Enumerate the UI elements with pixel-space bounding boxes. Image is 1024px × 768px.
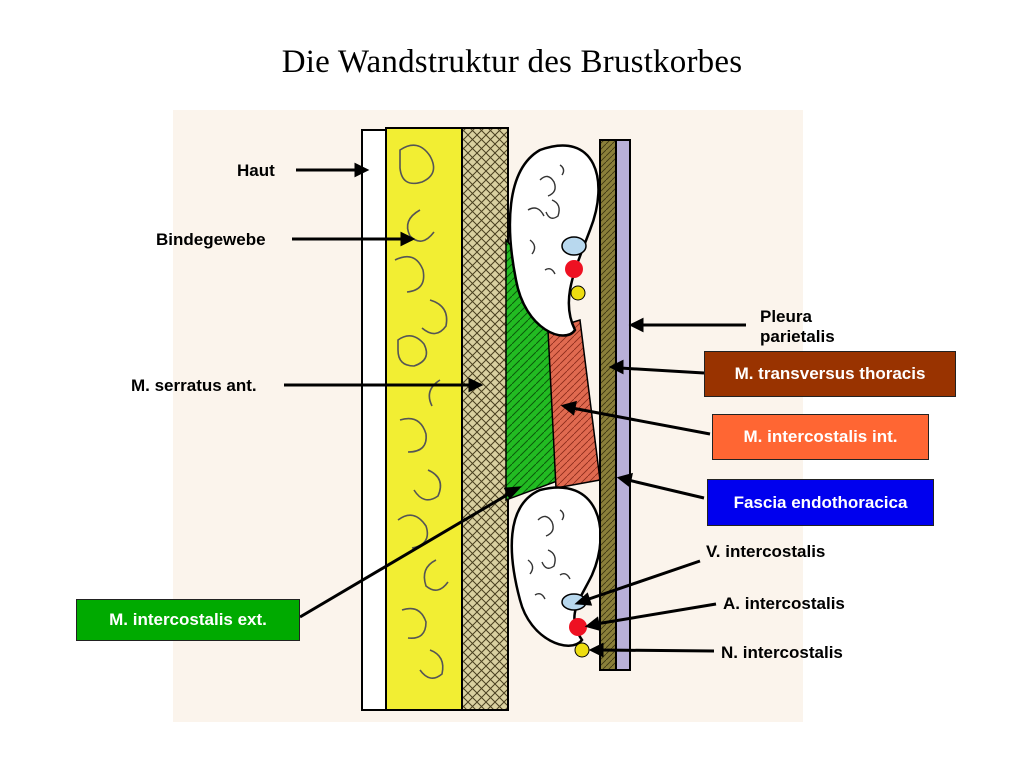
box-transversus: M. transversus thoracis [704, 351, 956, 397]
label-pleura-line2: parietalis [760, 327, 835, 346]
lower-rib-texture [527, 509, 571, 600]
lower-artery [569, 618, 587, 636]
upper-rib [508, 144, 600, 337]
pointer-fascia [627, 478, 705, 500]
label-serratus: M. serratus ant. [131, 376, 257, 395]
upper-vein [561, 236, 587, 256]
label-pleura: Pleura parietalis [760, 307, 835, 347]
pleura-parietalis-layer [615, 139, 631, 671]
upper-nerve [570, 285, 586, 301]
pointer-a-intercostalis [595, 602, 717, 626]
pointer-lines [284, 162, 746, 658]
label-n-intercostalis: N. intercostalis [721, 643, 843, 662]
box-fascia: Fascia endothoracica [707, 479, 934, 526]
page-title: Die Wandstruktur des Brustkorbes [281, 44, 743, 80]
pointer-transversus [619, 366, 705, 375]
label-a-intercostalis: A. intercostalis [723, 594, 845, 613]
pointer-intercostalis-int [571, 406, 711, 436]
lower-nerve [574, 642, 590, 658]
connective-tissue-layer [385, 127, 465, 711]
serratus-anterior-layer [461, 127, 509, 711]
skin-layer [361, 129, 389, 711]
label-haut: Haut [237, 161, 275, 180]
label-v-intercostalis: V. intercostalis [706, 542, 826, 561]
label-bindegewebe: Bindegewebe [156, 230, 266, 249]
box-intercostalis-ext: M. intercostalis ext. [76, 599, 300, 641]
upper-rib-texture [527, 164, 565, 275]
pointer-n-intercostalis [599, 648, 715, 653]
pointer-v-intercostalis [585, 559, 701, 602]
box-intercostalis-int: M. intercostalis int. [712, 414, 929, 460]
pointer-intercostalis-ext [299, 490, 513, 619]
connective-tissue-lobules [394, 144, 449, 679]
label-pleura-line1: Pleura [760, 307, 812, 326]
upper-artery [565, 260, 583, 278]
